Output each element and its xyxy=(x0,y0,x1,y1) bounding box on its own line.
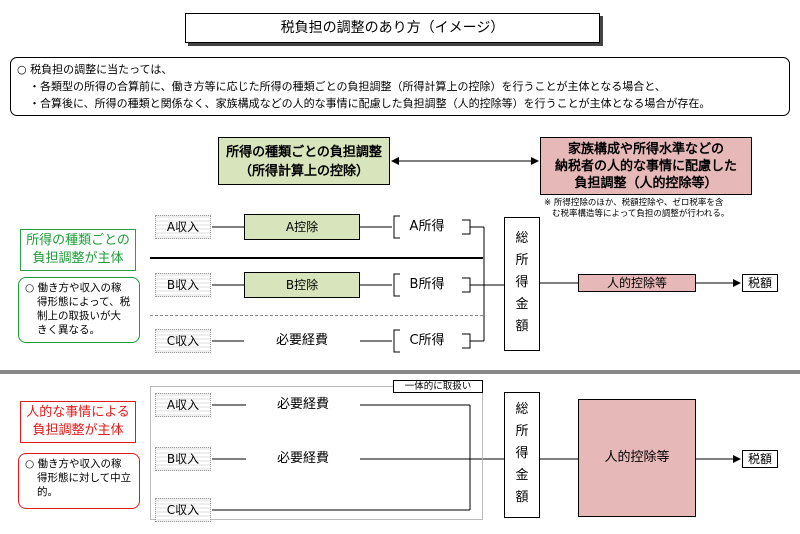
green-header-line-2: （所得計算上の控除） xyxy=(238,164,369,179)
upper-total-char-1: 総 xyxy=(515,231,529,246)
pink-header-line-3: 負担調整（人的控除等） xyxy=(574,176,718,191)
upper-income-c: C収入 xyxy=(155,329,211,353)
intro-line-1: ○ 税負担の調整に当たっては、 xyxy=(17,63,173,76)
lower-income-a: A収入 xyxy=(155,393,211,417)
upper-side-title-line-1: 所得の種類ごとの xyxy=(26,233,130,248)
lower-side-title: 人的な事情による 負担調整が主体 xyxy=(20,401,136,443)
lower-side-note-line-1: ○ 働き方や収入の稼 xyxy=(25,458,122,470)
income-type-adjustment-header: 所得の種類ごとの負担調整 （所得計算上の控除） xyxy=(218,137,390,185)
lower-tax-amount: 税額 xyxy=(742,450,778,468)
lower-total-char-3: 得 xyxy=(515,446,529,461)
footnote: ※ 所得控除のほか、税額控除や、ゼロ税率を含 む税率構造等によって負担の調整が行… xyxy=(544,198,784,220)
lower-total-char-2: 所 xyxy=(515,424,529,439)
lower-side-title-line-2: 負担調整が主体 xyxy=(32,423,124,438)
green-header-line-1: 所得の種類ごとの負担調整 xyxy=(226,145,382,160)
upper-side-note: ○ 働き方や収入の稼 得形態によって、税 制上の取扱いが大 きく異なる。 xyxy=(18,277,140,343)
unified-treatment-tag: 一体的に取扱い xyxy=(393,380,483,393)
upper-result-a: A所得 xyxy=(392,217,462,237)
lower-total-char-1: 総 xyxy=(515,402,529,417)
footnote-line-2: む税率構造等によって負担の調整が行われる。 xyxy=(552,209,730,219)
upper-side-note-line-1: ○ 働き方や収入の稼 xyxy=(25,282,122,294)
lower-total-char-5: 額 xyxy=(515,490,529,505)
lower-income-c: C収入 xyxy=(155,498,211,522)
lower-income-b: B収入 xyxy=(155,447,211,471)
intro-box: ○ 税負担の調整に当たっては、 ・各類型の所得の合算前に、働き方等に応じた所得の… xyxy=(10,57,790,116)
upper-side-note-line-4: きく異なる。 xyxy=(37,324,100,336)
upper-side-note-line-2: 得形態によって、税 xyxy=(37,296,131,308)
upper-income-b: B収入 xyxy=(155,273,211,297)
upper-personal-deduction: 人的控除等 xyxy=(578,274,696,292)
upper-result-b-label: B所得 xyxy=(409,277,445,292)
upper-side-title-line-2: 負担調整が主体 xyxy=(32,251,124,266)
row-divider-dashed xyxy=(150,315,483,316)
lower-side-note-line-3: 的。 xyxy=(37,486,58,498)
section-separator xyxy=(0,370,800,374)
lower-side-title-line-1: 人的な事情による xyxy=(26,405,130,420)
lower-expense-b: 必要経費 xyxy=(276,451,329,466)
upper-result-b: B所得 xyxy=(392,275,462,295)
upper-side-title: 所得の種類ごとの 負担調整が主体 xyxy=(20,229,136,271)
footnote-line-1: ※ 所得控除のほか、税額控除や、ゼロ税率を含 xyxy=(544,198,724,208)
upper-result-c: C所得 xyxy=(392,331,462,351)
upper-deduction-a: A控除 xyxy=(244,214,360,240)
upper-deduction-b: B控除 xyxy=(244,272,360,298)
upper-side-note-line-3: 制上の取扱いが大 xyxy=(37,310,121,322)
page-title: 税負担の調整のあり方（イメージ） xyxy=(185,13,600,43)
upper-expense-c: 必要経費 xyxy=(275,333,328,348)
upper-tax-amount: 税額 xyxy=(742,274,778,292)
pink-header-line-2: 納税者の人的な事情に配慮した xyxy=(554,159,737,174)
intro-line-3: ・合算後に、所得の種類と関係なく、家族構成などの人的な事情に配慮した負担調整（人… xyxy=(29,97,711,110)
lower-total-char-4: 金 xyxy=(515,468,529,483)
lower-expense-a: 必要経費 xyxy=(276,397,329,412)
personal-adjustment-header: 家族構成や所得水準などの 納税者の人的な事情に配慮した 負担調整（人的控除等） xyxy=(540,137,752,195)
upper-total-char-5: 額 xyxy=(515,319,529,334)
lower-side-note-line-2: 得形態に対して中立 xyxy=(37,472,132,484)
lower-total-income-box: 総 所 得 金 額 xyxy=(504,392,540,518)
intro-line-2: ・各類型の所得の合算前に、働き方等に応じた所得の種類ごとの負担調整（所得計算上の… xyxy=(29,80,666,93)
upper-result-a-label: A所得 xyxy=(409,219,445,234)
upper-total-char-4: 金 xyxy=(515,297,529,312)
upper-income-a: A収入 xyxy=(155,215,211,239)
pink-header-line-1: 家族構成や所得水準などの xyxy=(567,142,724,157)
upper-result-c-label: C所得 xyxy=(409,333,445,348)
upper-total-char-2: 所 xyxy=(515,253,529,268)
upper-total-income-box: 総 所 得 金 額 xyxy=(504,217,540,351)
lower-grouping-box xyxy=(150,386,483,520)
upper-total-char-3: 得 xyxy=(515,275,529,290)
row-divider-thick-1 xyxy=(150,257,483,259)
lower-personal-deduction: 人的控除等 xyxy=(578,399,696,517)
lower-side-note: ○ 働き方や収入の稼 得形態に対して中立 的。 xyxy=(18,453,140,509)
